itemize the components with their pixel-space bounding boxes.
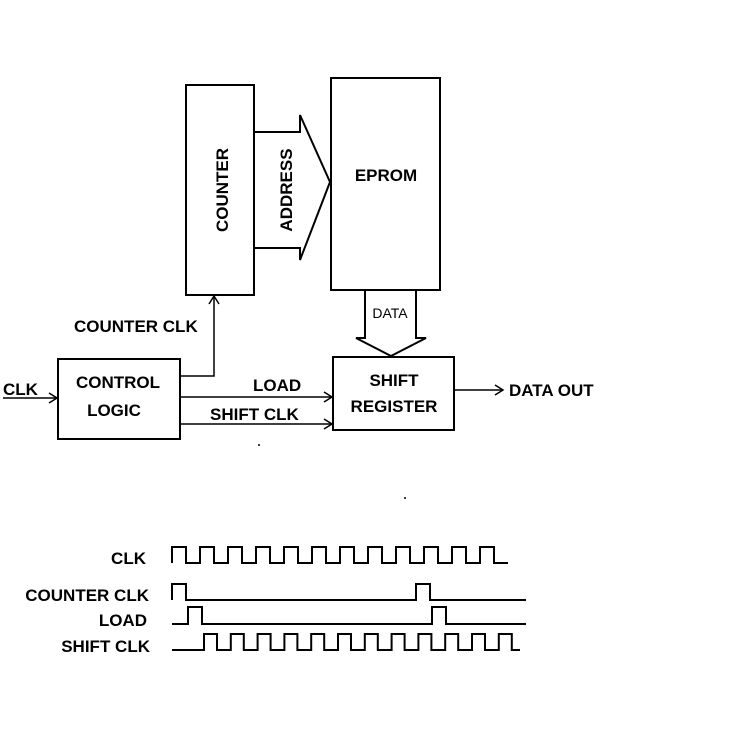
counter-clk-arrow (180, 294, 220, 377)
counter-label: COUNTER (213, 148, 232, 232)
counter-clk-waveform (171, 583, 526, 601)
control-logic-block (57, 358, 181, 440)
timing-label-clk: CLK (111, 549, 147, 568)
clk-input-label: CLK (3, 380, 39, 399)
counter-block (185, 84, 255, 296)
shift-register-block (332, 356, 455, 431)
timing-label-counter-clk: COUNTER CLK (25, 586, 149, 605)
load-arrow (180, 391, 334, 403)
counter-clk-label: COUNTER CLK (74, 317, 198, 336)
load-waveform (172, 606, 526, 625)
stray-dot (404, 497, 406, 499)
clk-input-arrow (3, 392, 59, 404)
clk-waveform (171, 546, 508, 564)
data-out-label: DATA OUT (509, 381, 594, 400)
shift-clk-label: SHIFT CLK (210, 405, 299, 424)
address-label: ADDRESS (277, 148, 296, 231)
stray-dot (258, 444, 260, 446)
data-label: DATA (372, 305, 408, 321)
control-label-line1: CONTROL (76, 373, 160, 392)
control-label-line2: LOGIC (87, 401, 141, 420)
timing-label-shift-clk: SHIFT CLK (61, 637, 150, 656)
data-out-arrow (454, 384, 505, 396)
eprom-block (330, 77, 441, 291)
timing-label-load: LOAD (99, 611, 147, 630)
shift-label-line2: REGISTER (351, 397, 438, 416)
data-bus-arrow (355, 290, 427, 358)
shift-clk-waveform (172, 633, 520, 651)
eprom-label: EPROM (355, 166, 417, 185)
shift-label-line1: SHIFT (369, 371, 419, 390)
shift-clk-arrow (180, 418, 334, 430)
load-label: LOAD (253, 376, 301, 395)
